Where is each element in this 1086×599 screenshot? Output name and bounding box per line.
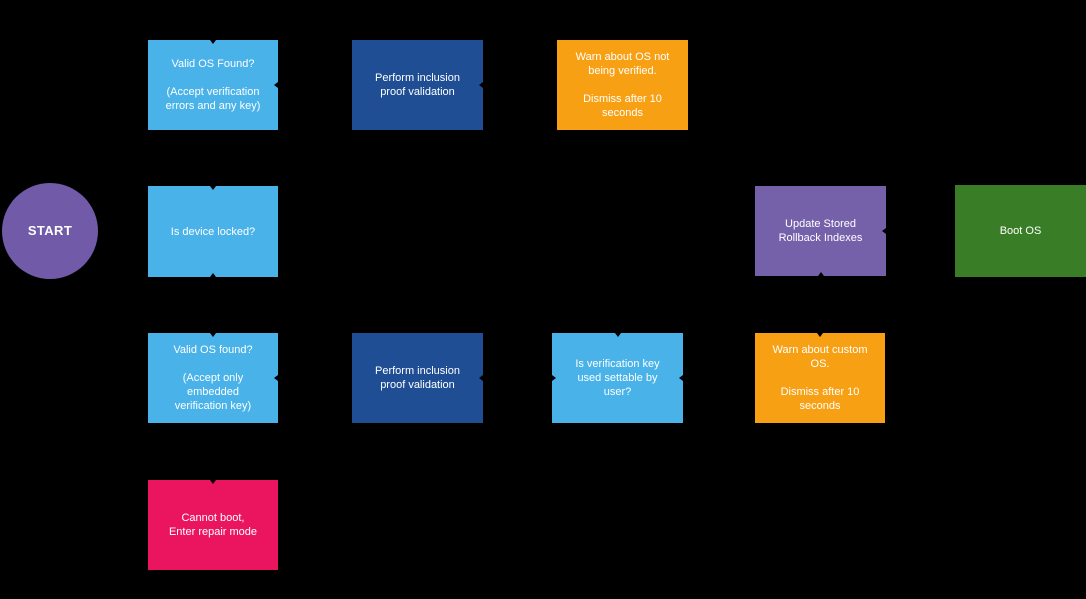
flow-node-text: Is verification key used settable by user? <box>575 357 659 399</box>
arrowhead-tip-icon <box>274 82 278 88</box>
node-text-line: Warn about custom <box>772 344 868 356</box>
node-text-line: Valid OS Found? <box>171 58 255 70</box>
node-text-line <box>576 78 670 92</box>
arrowhead-tip-icon <box>210 273 216 277</box>
flow-node-text: Is device locked? <box>171 225 255 239</box>
arrowhead-tip-icon <box>552 375 556 381</box>
node-boot-os: Boot OS <box>955 185 1086 277</box>
node-text-line: used settable by <box>577 372 658 384</box>
node-text-line: seconds <box>602 107 643 119</box>
node-text-line: Boot OS <box>999 225 1042 237</box>
node-text-line: Rollback Indexes <box>778 232 863 244</box>
flow-node-text: Perform inclusion proof validation <box>375 71 460 99</box>
node-text-line <box>173 357 252 371</box>
flow-node-text: Perform inclusion proof validation <box>375 364 460 392</box>
flow-node-text: Boot OS <box>1000 224 1042 238</box>
node-text-line: Is device locked? <box>170 225 256 238</box>
node-text-line: (Accept verification <box>166 86 260 98</box>
node-text-line: Is verification key <box>575 358 660 370</box>
flow-node-text: Valid OS Found? (Accept verification erro… <box>166 57 261 113</box>
node-text-line: Cannot boot, <box>181 512 245 524</box>
node-is-verification-key-settable: Is verification key used settable by user? <box>552 333 683 423</box>
arrowhead-tip-icon <box>479 82 483 88</box>
node-perform-inclusion-proof-2: Perform inclusion proof validation <box>352 333 483 423</box>
arrowhead-tip-icon <box>210 40 216 44</box>
arrowhead-tip-icon <box>882 228 886 234</box>
node-is-device-locked: Is device locked? <box>148 186 278 277</box>
node-text-line <box>773 371 868 385</box>
node-text-line: OS. <box>810 358 830 370</box>
flow-node-text: Warn about OS not being verified. Dismiss… <box>576 50 670 120</box>
flow-node-text: Valid OS found? (Accept only embedded veri… <box>173 343 252 413</box>
arrowhead-tip-icon <box>210 480 216 484</box>
node-text-line: errors and any key) <box>165 100 261 112</box>
node-text-line: user? <box>603 386 632 398</box>
node-text-line: START <box>27 223 73 238</box>
node-text-line: Perform inclusion <box>375 365 460 377</box>
node-text-line: Perform inclusion <box>375 72 460 84</box>
node-text-line: (Accept only <box>182 372 244 384</box>
flow-node-text: START <box>28 224 72 238</box>
arrowhead-tip-icon <box>210 333 216 337</box>
arrowhead-tip-icon <box>210 186 216 190</box>
node-text-line: Dismiss after 10 <box>583 93 662 105</box>
node-cannot-boot-repair-mode: Cannot boot, Enter repair mode <box>148 480 278 570</box>
node-text-line: proof validation <box>380 86 455 98</box>
node-perform-inclusion-proof-1: Perform inclusion proof validation <box>352 40 483 130</box>
arrowhead-tip-icon <box>479 375 483 381</box>
node-text-line: being verified. <box>588 65 657 77</box>
node-text-line: seconds <box>799 400 841 412</box>
node-text-line: embedded <box>186 386 239 398</box>
node-text-line: Warn about OS not <box>575 51 670 63</box>
node-valid-os-any-key: Valid OS Found? (Accept verification erro… <box>148 40 278 130</box>
node-valid-os-embedded-key: Valid OS found? (Accept only embedded veri… <box>148 333 278 423</box>
start-node: START <box>2 183 98 279</box>
arrowhead-tip-icon <box>817 333 823 337</box>
node-text-line: Valid OS found? <box>173 344 253 356</box>
node-text-line: proof validation <box>380 379 455 391</box>
node-text-line: Dismiss after 10 <box>780 386 860 398</box>
arrowhead-tip-icon <box>817 272 824 276</box>
node-text-line: Update Stored <box>785 218 856 230</box>
node-text-line: Enter repair mode <box>168 526 258 538</box>
arrowhead-tip-icon <box>614 333 621 337</box>
flow-node-text: Cannot boot, Enter repair mode <box>169 511 257 539</box>
node-text-line <box>166 71 261 85</box>
arrowhead-tip-icon <box>274 375 278 381</box>
arrowhead-tip-icon <box>679 375 683 381</box>
node-warn-os-not-verified: Warn about OS not being verified. Dismiss… <box>557 40 688 130</box>
node-text-line: verification key) <box>174 400 252 412</box>
